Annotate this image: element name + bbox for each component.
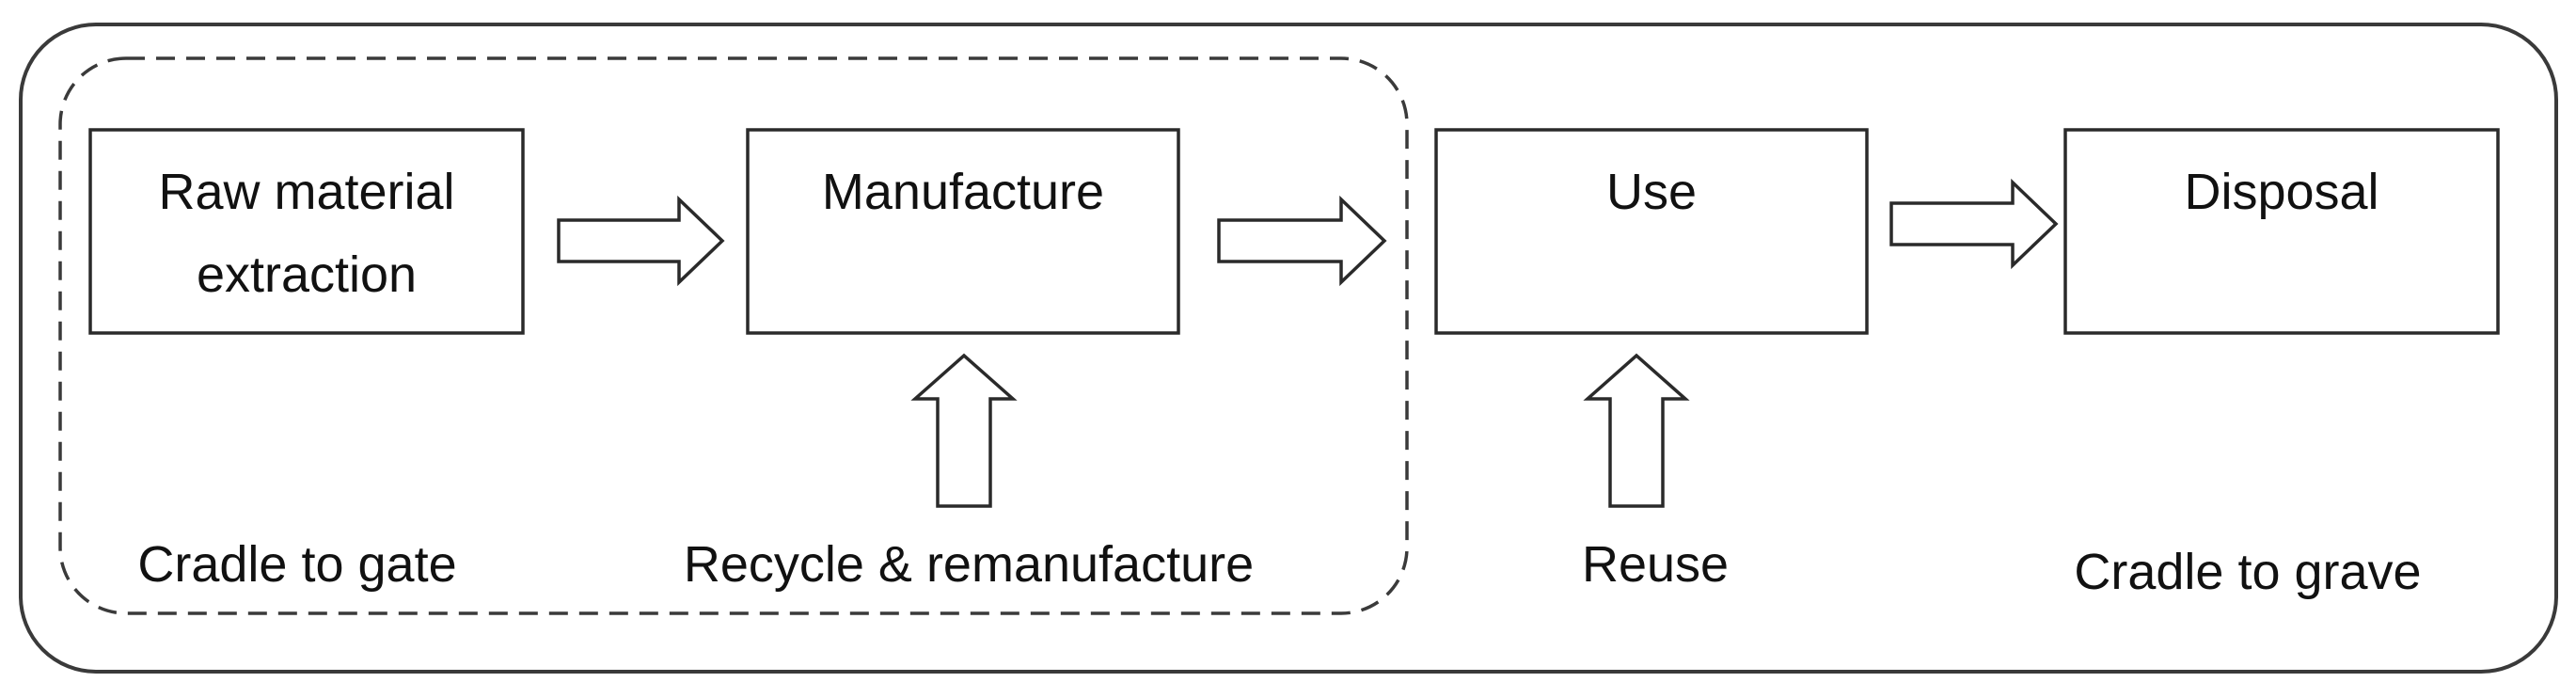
arrow-manufacture-to-use — [1217, 195, 1387, 287]
caption-cradle-to-grave: Cradle to grave — [2074, 544, 2422, 600]
arrow-extraction-to-manufacture — [557, 195, 725, 287]
stage-label-raw-material-extraction: Raw material extraction — [158, 164, 455, 303]
stage-label-use: Use — [1605, 164, 1698, 220]
arrow-reuse-up — [1583, 353, 1690, 508]
arrow-use-to-disposal — [1889, 178, 2059, 270]
caption-cradle-to-gate: Cradle to gate — [137, 536, 457, 593]
stage-box-raw-material-extraction — [88, 128, 525, 335]
cradle-to-grave-boundary — [19, 23, 2558, 674]
stage-label-disposal: Disposal — [2184, 164, 2379, 220]
arrow-recycle-up — [910, 353, 1018, 508]
caption-reuse: Reuse — [1581, 536, 1730, 593]
stage-box-use — [1434, 128, 1869, 335]
stage-label-manufacture: Manufacture — [821, 164, 1105, 220]
cradle-to-gate-boundary — [58, 56, 1409, 615]
stage-box-disposal — [2063, 128, 2500, 335]
stage-box-manufacture — [746, 128, 1180, 335]
caption-recycle-remanufacture: Recycle & remanufacture — [683, 536, 1255, 593]
